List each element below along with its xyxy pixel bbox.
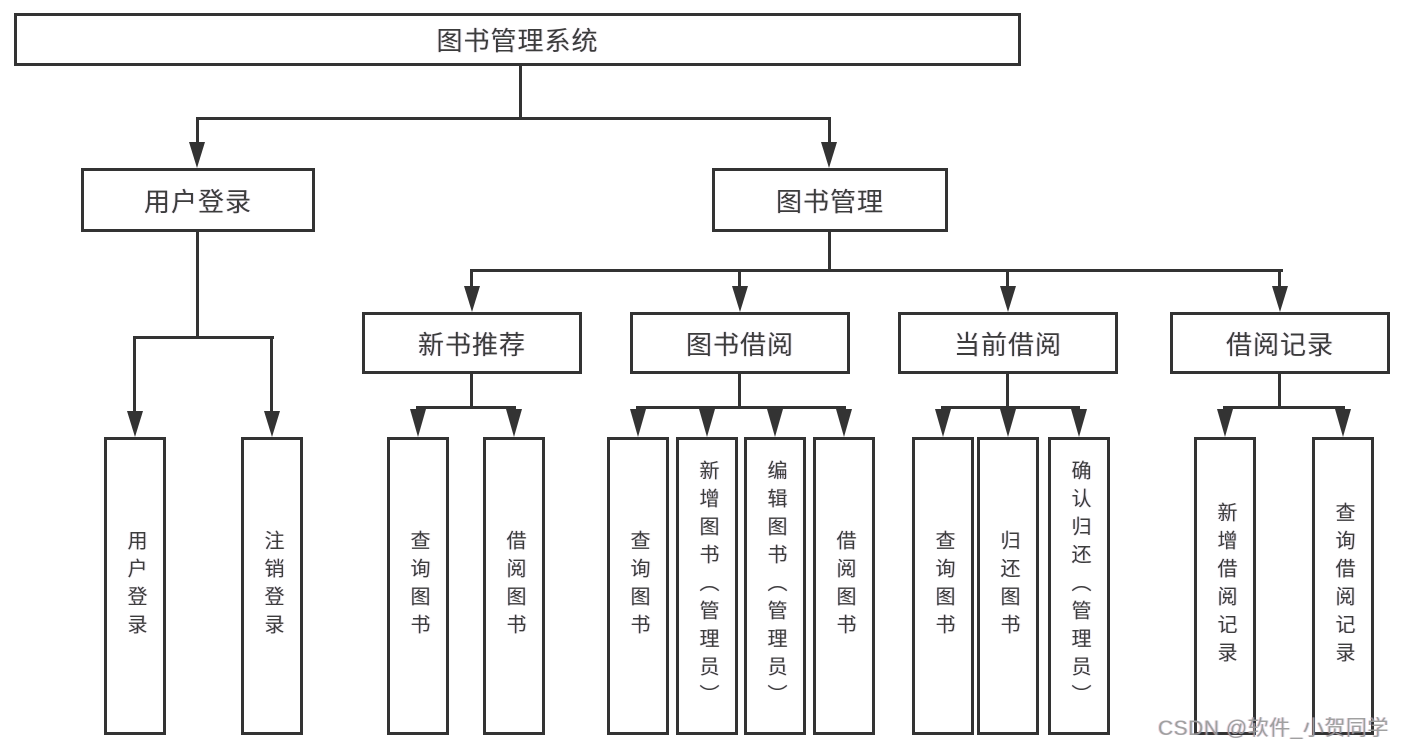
leaf-label: 注销登录 (261, 530, 283, 642)
arrow-down-icon (1000, 409, 1016, 437)
leaf-add-borrow-record: 新增借阅记录 (1194, 437, 1256, 735)
arrow-down-icon (699, 409, 715, 437)
leaf-label: 查询图书 (932, 530, 954, 642)
connector-newbook-stem (470, 373, 473, 407)
leaf-label: 借阅图书 (503, 530, 525, 642)
connector-drop-borrow-records (1278, 271, 1281, 287)
connector-borrow-stem (738, 373, 741, 407)
connector-current-stem (1006, 373, 1009, 407)
connector-borrow-arm (636, 406, 846, 409)
arrow-down-icon (464, 286, 480, 312)
csdn-watermark: CSDN @软件_小贺同学 (1158, 717, 1389, 740)
connector-current-arm (941, 406, 1080, 409)
node-user-login: 用户登录 (81, 168, 315, 232)
leaf-query-books-borrow: 查询图书 (607, 437, 669, 735)
leaf-logout: 注销登录 (241, 437, 303, 735)
arrow-down-icon (264, 411, 280, 437)
leaf-label: 查询图书 (407, 530, 429, 642)
leaf-return-books: 归还图书 (977, 437, 1039, 735)
node-label: 图书借阅 (685, 329, 794, 360)
leaf-borrow-books-recommend: 借阅图书 (483, 437, 545, 735)
leaf-user-login: 用户登录 (104, 437, 166, 735)
arrow-down-icon (1335, 409, 1351, 437)
node-library-management-system: 图书管理系统 (14, 13, 1021, 66)
connector-drop-book-borrow (738, 271, 741, 287)
connector-book-stem (828, 231, 831, 271)
connector-root-stem (519, 65, 522, 119)
connector-drop-user-login (196, 119, 199, 144)
leaf-label: 借阅图书 (833, 530, 855, 642)
connector-user-stem (196, 231, 199, 338)
node-current-borrowing: 当前借阅 (898, 312, 1118, 374)
leaf-add-books-admin: 新增图书（管理员） (676, 437, 738, 735)
node-book-borrowing: 图书借阅 (630, 312, 850, 374)
arrow-down-icon (127, 411, 143, 437)
leaf-borrow-books: 借阅图书 (813, 437, 875, 735)
connector-drop-leaf-logout (270, 338, 273, 412)
leaf-label: 归还图书 (997, 530, 1019, 642)
arrow-down-icon (732, 286, 748, 312)
leaf-label: 确认归还（管理员） (1068, 460, 1090, 712)
arrow-down-icon (1272, 286, 1288, 312)
arrow-down-icon (1217, 409, 1233, 437)
node-label: 当前借阅 (953, 329, 1062, 360)
arrow-down-icon (821, 142, 837, 168)
connector-root-arm (196, 117, 831, 120)
connector-drop-leaf-user-login (133, 338, 136, 412)
leaf-label: 新增借阅记录 (1214, 502, 1236, 670)
connector-drop-book-management (828, 119, 831, 144)
leaf-label: 新增图书（管理员） (696, 460, 718, 712)
node-label: 图书管理 (775, 186, 884, 217)
arrow-down-icon (506, 409, 522, 437)
arrow-down-icon (630, 409, 646, 437)
arrow-down-icon (836, 409, 852, 437)
node-label: 借阅记录 (1225, 329, 1334, 360)
leaf-confirm-return-admin: 确认归还（管理员） (1048, 437, 1110, 735)
node-borrowing-records: 借阅记录 (1170, 312, 1390, 374)
connector-drop-new-book (470, 271, 473, 287)
connector-records-arm (1223, 406, 1345, 409)
leaf-query-borrow-record: 查询借阅记录 (1312, 437, 1374, 735)
arrow-down-icon (935, 409, 951, 437)
leaf-edit-books-admin: 编辑图书（管理员） (744, 437, 806, 735)
leaf-label: 查询图书 (627, 530, 649, 642)
node-label: 新书推荐 (417, 329, 526, 360)
node-label: 图书管理系统 (436, 26, 599, 56)
connector-newbook-arm (416, 406, 516, 409)
node-label: 用户登录 (143, 186, 252, 217)
leaf-label: 查询借阅记录 (1332, 502, 1354, 670)
leaf-query-books-current: 查询图书 (912, 437, 974, 735)
leaf-label: 用户登录 (124, 530, 146, 642)
arrow-down-icon (1071, 409, 1087, 437)
arrow-down-icon (1000, 286, 1016, 312)
node-book-management: 图书管理 (712, 168, 948, 232)
connector-drop-current-borrow (1006, 271, 1009, 287)
connector-book-arm (470, 269, 1283, 272)
arrow-down-icon (410, 409, 426, 437)
node-new-book-recommendation: 新书推荐 (362, 312, 582, 374)
leaf-query-books-recommend: 查询图书 (387, 437, 449, 735)
connector-records-stem (1278, 373, 1281, 407)
leaf-label: 编辑图书（管理员） (764, 460, 786, 712)
arrow-down-icon (767, 409, 783, 437)
connector-user-arm (133, 336, 274, 339)
arrow-down-icon (189, 142, 205, 168)
